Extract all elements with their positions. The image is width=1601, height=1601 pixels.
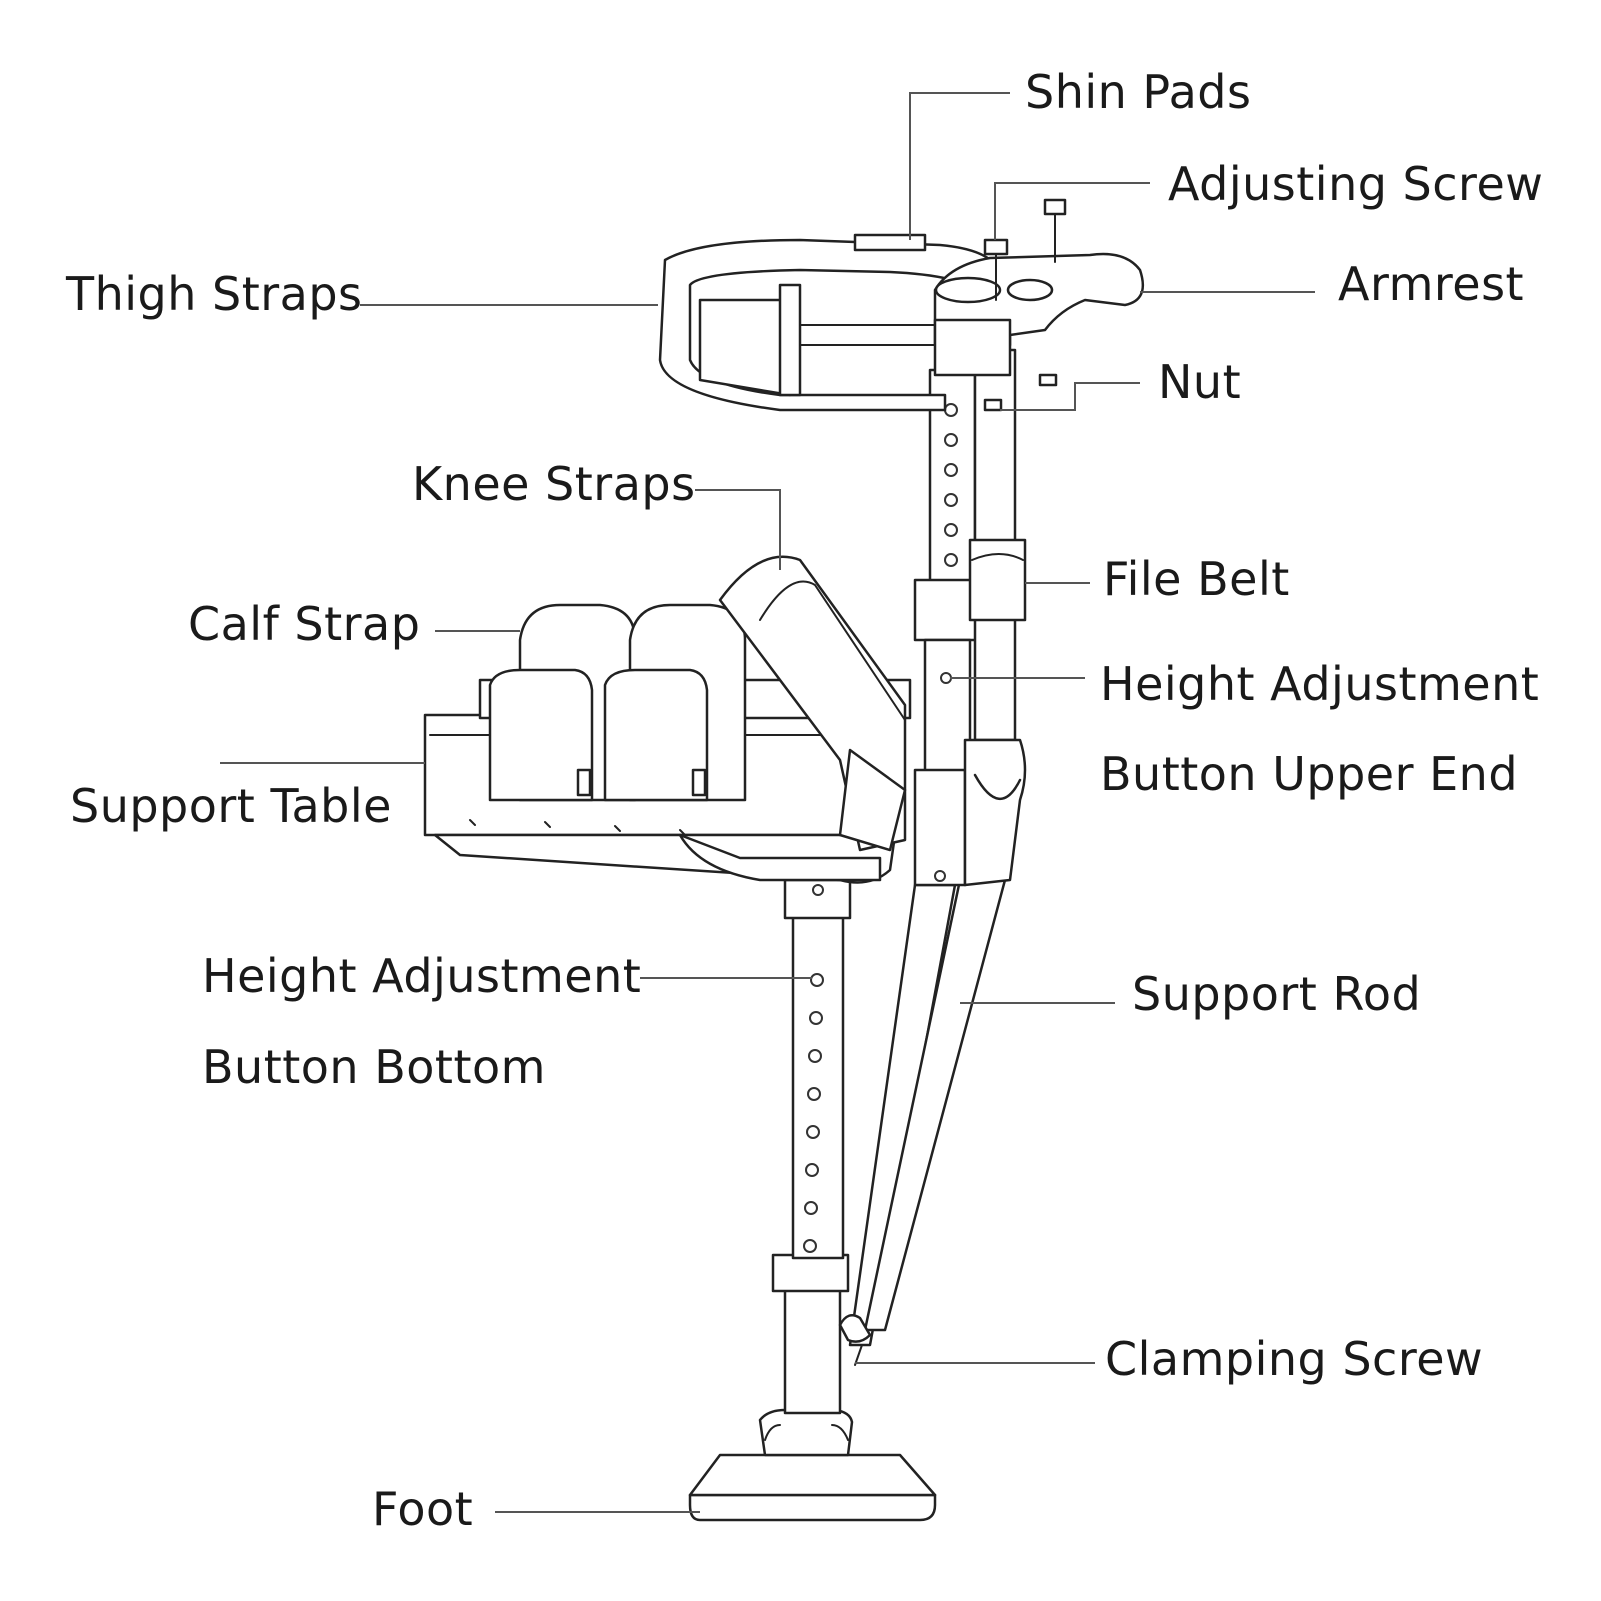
- armrest-part: [933, 198, 1145, 412]
- lower-tube: [771, 878, 852, 1415]
- label-thigh-straps: Thigh Straps: [65, 267, 363, 321]
- knee-strap-part: [718, 555, 907, 852]
- label-file-belt: File Belt: [1103, 552, 1290, 606]
- thigh-strap-part: [658, 233, 1002, 412]
- leader-knee-straps: [695, 489, 781, 570]
- label-knee-straps: Knee Straps: [412, 457, 696, 511]
- upper-tube: [913, 348, 1027, 782]
- label-armrest: Armrest: [1338, 257, 1524, 311]
- label-support-table: Support Table: [70, 779, 392, 833]
- label-nut: Nut: [1158, 355, 1241, 409]
- label-foot: Foot: [372, 1482, 473, 1536]
- label-shin-pads: Shin Pads: [1025, 65, 1251, 119]
- foot-part: [688, 1408, 937, 1522]
- leader-adjusting-screw: [994, 182, 1150, 240]
- leader-shin-pads: [909, 92, 1010, 240]
- leader-lines: [220, 92, 1315, 1513]
- label-height-bottom-line2: Button Bottom: [202, 1040, 546, 1094]
- label-height-bottom-line1: Height Adjustment: [202, 949, 641, 1003]
- leader-nut: [1000, 382, 1140, 411]
- label-support-rod: Support Rod: [1132, 967, 1421, 1021]
- label-clamping-screw: Clamping Screw: [1105, 1332, 1483, 1386]
- label-height-upper-line2: Button Upper End: [1100, 747, 1518, 801]
- label-adjusting-screw: Adjusting Screw: [1168, 157, 1543, 211]
- calf-strap-part: [488, 603, 747, 802]
- knee-joint: [913, 738, 1027, 887]
- support-rod-part: [838, 878, 1007, 1366]
- label-height-upper-line1: Height Adjustment: [1100, 657, 1539, 711]
- label-calf-strap: Calf Strap: [188, 597, 420, 651]
- crutch-illustration: [423, 198, 1145, 1522]
- labels: Shin Pads Adjusting Screw Armrest Thigh …: [65, 65, 1543, 1536]
